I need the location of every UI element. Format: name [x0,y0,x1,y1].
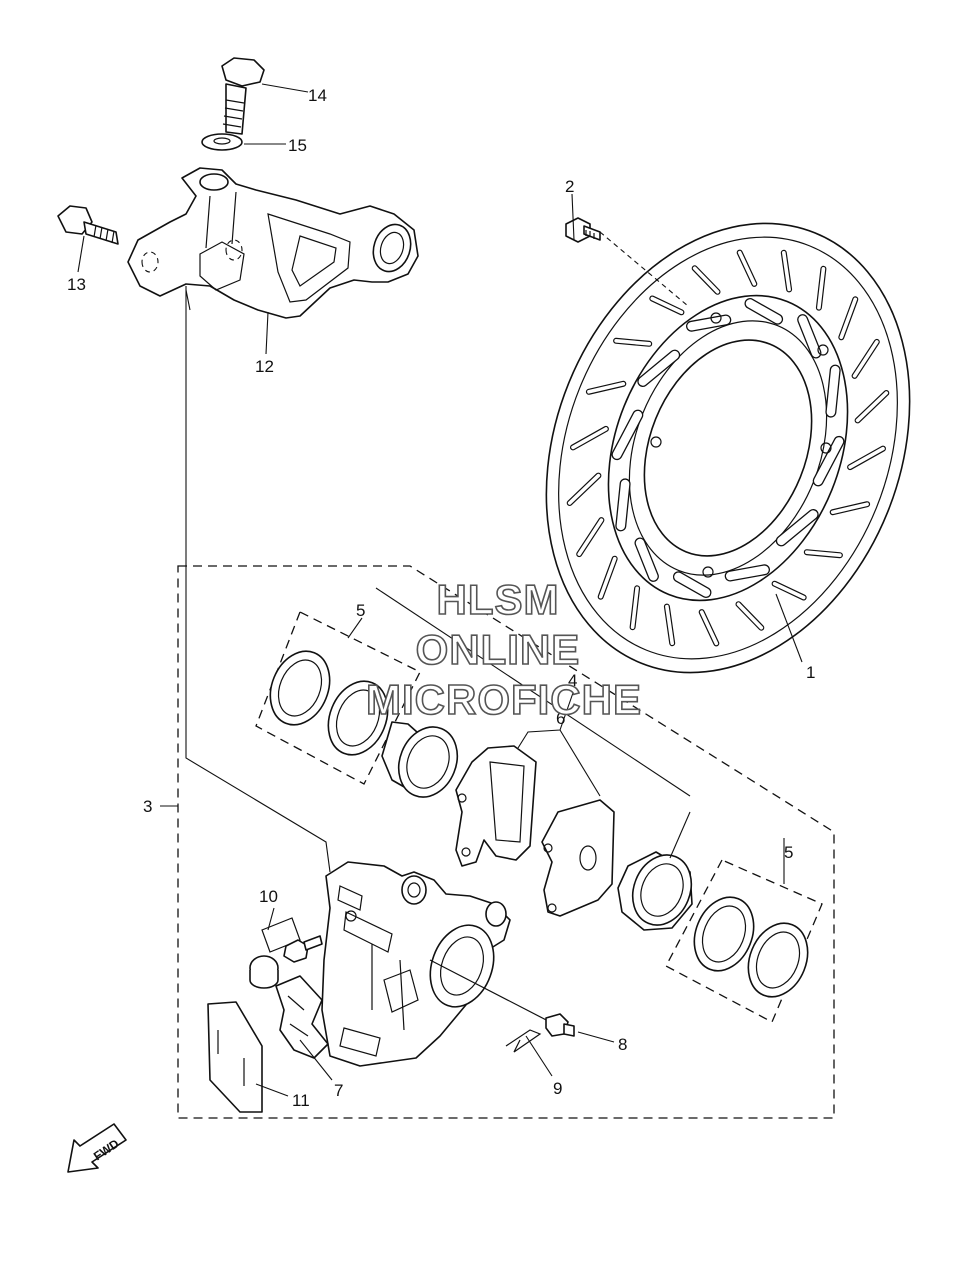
brake-pad-right[interactable] [541,799,615,917]
washer[interactable] [201,133,243,151]
disc-slot [736,602,764,630]
disc-slot [598,556,617,599]
pad-shim[interactable] [207,1001,263,1113]
disc-slot [737,250,757,286]
callout-6: 6 [556,709,565,728]
disc-bolt[interactable] [565,217,601,243]
callout-13: 13 [67,275,86,294]
disc-slot [804,550,842,558]
caliper-assembly-boundary [177,565,835,1119]
disc-slot [571,427,608,450]
disc-inner-slot [777,510,818,546]
callout-2: 2 [565,177,574,196]
disc-inner-slot [612,410,642,459]
callout-3: 3 [143,797,152,816]
callout-labels: 1 2 3 4 5 5 6 7 8 9 10 11 12 13 14 15 [67,86,815,1110]
callout-1: 1 [806,663,815,682]
callout-8: 8 [618,1035,627,1054]
assembly-guide-lines [185,231,691,873]
watermark-line-3: MICROFICHE [366,676,642,723]
disc-slot [665,604,675,646]
disc-inner-slot [826,365,840,417]
disc-slot [817,266,826,310]
piston-left[interactable] [381,718,467,806]
watermark: HLSM ONLINE MICROFICHE [365,575,642,724]
disc-slot [839,297,858,340]
disc-slot [692,266,720,294]
callout-5-right: 5 [784,843,793,862]
callout-9: 9 [553,1079,562,1098]
watermark-line-2: ONLINE [416,626,581,673]
disc-inner-slot [726,565,769,581]
disc-inner-slot [674,572,711,597]
disc-inner-slot [798,315,821,358]
disc-inner-slot [638,350,679,386]
callout-10: 10 [259,887,278,906]
disc-inner-slot [814,437,844,486]
bracket-bolt-14[interactable] [221,57,265,135]
pad-spring[interactable] [275,975,329,1059]
fwd-arrow-icon: FWD [67,1123,127,1173]
watermark-line-1: HLSM [437,576,560,623]
disc-slot [577,518,604,556]
seal-kit-left[interactable] [255,611,421,785]
disc-slot [852,340,879,378]
disc-slot [855,391,889,423]
disc-slot [781,251,791,292]
caliper-bracket[interactable] [127,167,419,319]
disc-slot [699,610,719,646]
disc-slot [772,581,806,600]
disc-inner-slot [635,538,658,581]
callout-15: 15 [288,136,307,155]
disc-slot [587,381,626,394]
pad-pin[interactable] [429,959,575,1037]
brake-disc[interactable] [482,168,960,727]
piston-right[interactable] [617,846,701,934]
callout-4: 4 [568,671,577,690]
seal-kit-right[interactable] [665,859,823,1023]
disc-inner-slot [616,479,630,531]
disc-inner-slot [745,299,782,324]
disc-slot [830,502,869,515]
callout-5-left: 5 [356,601,365,620]
callout-11: 11 [292,1091,310,1110]
disc-slot [630,586,639,630]
callout-7: 7 [334,1081,343,1100]
disc-slot [567,473,601,505]
disc-slot [848,446,885,469]
bleed-screw[interactable] [249,917,323,989]
leader-lines [77,83,803,1097]
disc-slot [614,338,652,346]
disc-slot [650,296,684,315]
pad-pin-clip[interactable] [505,1029,542,1053]
callout-12: 12 [255,357,274,376]
brake-pad-left[interactable] [455,745,537,867]
bracket-bolt-13[interactable] [57,205,119,245]
callout-14: 14 [308,86,327,105]
caliper-body[interactable] [321,861,511,1067]
